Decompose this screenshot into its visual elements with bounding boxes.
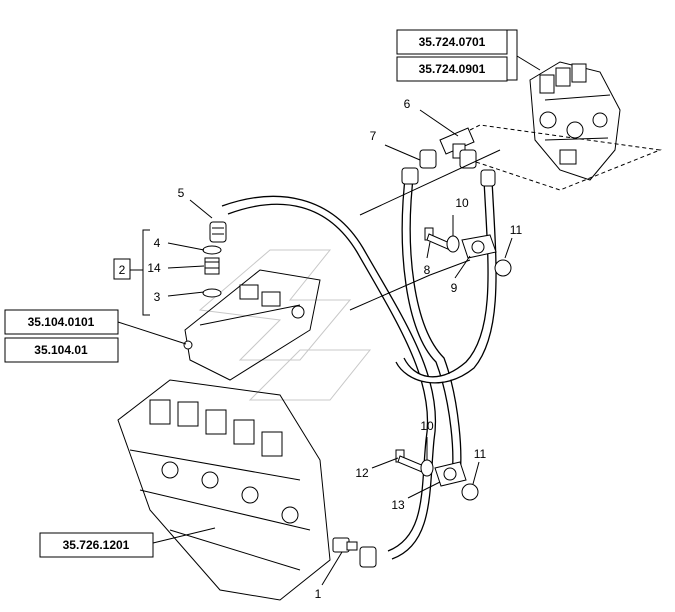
- nut-11-bottom: [461, 483, 479, 501]
- clamp-9: [461, 234, 497, 259]
- callout-12: 12: [355, 466, 369, 480]
- ref-35-104-0101-text: 35.104.0101: [28, 315, 95, 329]
- ref-35-724-0901-text: 35.724.0901: [419, 62, 486, 76]
- callout-9: 9: [451, 281, 458, 295]
- callout-11-bottom: 11: [474, 447, 487, 461]
- hose-end-left-center: [401, 167, 419, 185]
- connector-1: [332, 537, 377, 568]
- callout-1: 1: [315, 587, 322, 601]
- washer-10-bottom: [420, 459, 434, 477]
- valve-bank-bottom-left: [117, 379, 331, 601]
- control-valve-top-right: [529, 61, 621, 181]
- nut-11-top: [494, 259, 512, 277]
- ref-box-35-726-1201: 35.726.1201: [39, 532, 154, 558]
- callout-8: 8: [424, 263, 431, 277]
- orings-adapter-group: [202, 245, 222, 298]
- clamp-13: [434, 461, 467, 487]
- washer-10-top: [446, 235, 460, 253]
- hose-center: [401, 169, 462, 481]
- ref-35-726-1201-text: 35.726.1201: [63, 538, 130, 552]
- bolt-12: [395, 449, 425, 473]
- callout-5: 5: [178, 186, 185, 200]
- group-label: 2: [119, 263, 126, 277]
- callout-3: 3: [154, 290, 161, 304]
- callout-13: 13: [391, 498, 405, 512]
- callout-10-bottom: 10: [420, 419, 434, 433]
- hose-long-left: [221, 195, 437, 560]
- callout-7: 7: [370, 129, 377, 143]
- callout-10-top: 10: [455, 196, 469, 210]
- callout-6: 6: [404, 97, 411, 111]
- hose-end-right: [480, 169, 496, 187]
- callout-14: 14: [147, 261, 161, 275]
- motor-block-left: [183, 269, 321, 381]
- callout-4: 4: [154, 236, 161, 250]
- callout-11-top: 11: [510, 223, 523, 237]
- ref-box-35-724-0901: 35.724.0901: [396, 56, 508, 82]
- ref-box-35-724-0701: 35.724.0701: [396, 29, 508, 55]
- ref-box-35-104-0101: 35.104.0101: [4, 309, 119, 335]
- leader-lines: [117, 29, 541, 586]
- ref-box-35-104-01: 35.104.01: [4, 337, 119, 363]
- watermark-logo: [198, 249, 372, 401]
- ref-35-724-0701-text: 35.724.0701: [419, 35, 486, 49]
- ref-35-104-01-text: 35.104.01: [34, 343, 88, 357]
- group-box-2: 2: [113, 258, 131, 280]
- dashed-link-top: [469, 124, 662, 191]
- hose-end-fitting-5: [209, 221, 227, 243]
